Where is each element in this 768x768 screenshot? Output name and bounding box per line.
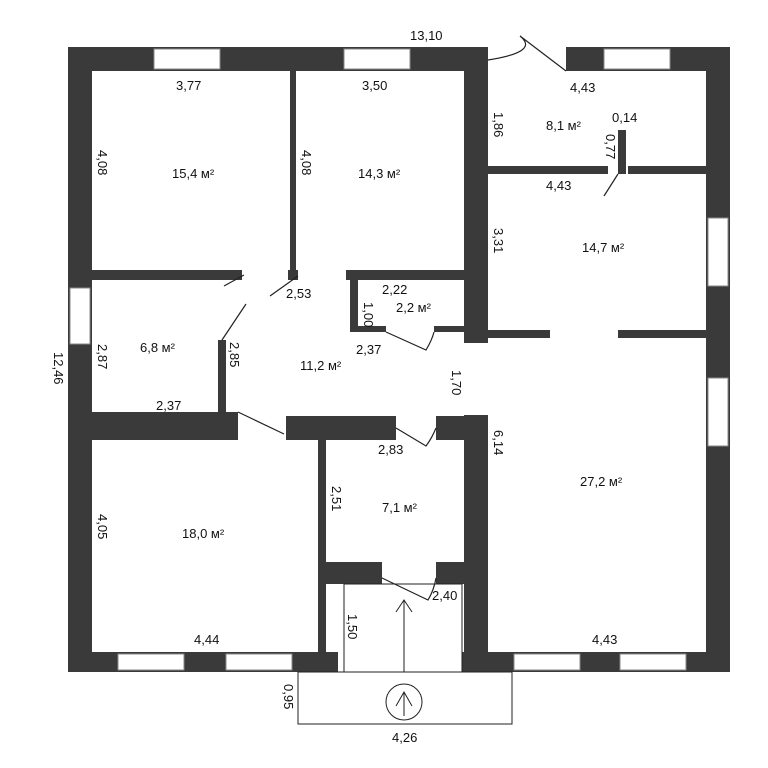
terrace-entry-mark — [385, 683, 423, 721]
entrance-gap — [488, 47, 566, 71]
area-bigleft: 18,0 м² — [182, 526, 225, 541]
window-bottom-3 — [513, 653, 581, 671]
wall-h-right-mid — [488, 330, 550, 338]
dim-bath-height: 2,51 — [329, 486, 344, 511]
wall-v-bath-left — [318, 440, 326, 660]
dim-porch-depth: 1,50 — [345, 614, 360, 639]
door-room3-swing — [603, 173, 619, 197]
dim-overall-height: 12,46 — [51, 352, 66, 385]
dim-room3-niche-h: 0,77 — [603, 134, 618, 159]
dim-room2-height: 4,08 — [299, 150, 314, 175]
wall-h-upper-mid — [346, 270, 464, 280]
wall-v-room1-room2 — [290, 71, 296, 279]
door-small-swing — [385, 331, 435, 351]
wall-h-small-bottom — [350, 326, 386, 332]
dim-corridor-gap: 1,70 — [449, 370, 464, 395]
dim-hall-top: 2,53 — [286, 286, 311, 301]
window-bottom-2 — [225, 653, 293, 671]
dim-leftmid-width: 2,37 — [156, 398, 181, 413]
window-top-3 — [603, 48, 671, 70]
wall-v-center-low — [464, 415, 488, 660]
window-bottom-1 — [117, 653, 185, 671]
dim-room1-width: 3,77 — [176, 78, 201, 93]
area-room1: 15,4 м² — [172, 166, 215, 181]
wall-h-small-bottom-b — [434, 326, 464, 332]
dim-leftmid-height: 2,87 — [95, 344, 110, 369]
dim-bigright-width: 4,43 — [592, 632, 617, 647]
dim-room3-height: 1,86 — [491, 112, 506, 137]
window-left-1 — [69, 287, 91, 345]
window-bottom-4 — [619, 653, 687, 671]
dim-room1-height: 4,08 — [95, 150, 110, 175]
door-hall-top-swing — [269, 275, 299, 297]
wall-v-leftmid — [218, 340, 226, 418]
dim-bigleft-width: 4,44 — [194, 632, 219, 647]
area-bath: 7,1 м² — [382, 500, 418, 515]
door-entrance-swing — [487, 35, 567, 72]
area-bigright: 27,2 м² — [580, 474, 623, 489]
window-top-2 — [343, 48, 411, 70]
wall-h-bath-bottom — [326, 562, 382, 584]
wall-v-center — [464, 71, 488, 343]
wall-h-bath-top-b — [436, 416, 464, 440]
window-right-1 — [707, 217, 729, 287]
dim-room3-niche-w: 0,14 — [612, 110, 637, 125]
dim-porch-door: 2,40 — [432, 588, 457, 603]
dim-room4-height: 3,31 — [491, 228, 506, 253]
area-room3: 8,1 м² — [546, 118, 582, 133]
door-bath-swing — [395, 427, 437, 447]
dim-small-width: 2,22 — [382, 282, 407, 297]
area-room2: 14,3 м² — [358, 166, 401, 181]
dim-room4-width: 4,43 — [546, 178, 571, 193]
area-room4: 14,7 м² — [582, 240, 625, 255]
door-porch-swing — [381, 577, 437, 601]
wall-h-room3-room4-b — [628, 166, 706, 174]
wall-v-niche — [618, 130, 626, 174]
window-top-1 — [153, 48, 221, 70]
area-small: 2,2 м² — [396, 300, 432, 315]
wall-h-room3-room4 — [488, 166, 608, 174]
door-bigleft-swing — [237, 411, 285, 435]
outer-wall-bottom-right — [462, 652, 730, 672]
wall-h-bath-top — [286, 416, 396, 440]
stair-arrow-head — [395, 599, 413, 613]
outer-wall-bottom-left — [68, 652, 338, 672]
dim-small-bottom: 2,37 — [356, 342, 381, 357]
dim-room2-width: 3,50 — [362, 78, 387, 93]
wall-h-upper-left — [92, 270, 242, 280]
wall-pillar — [288, 270, 298, 280]
wall-h-leftmid-bottom — [92, 412, 238, 440]
area-leftmid: 6,8 м² — [140, 340, 176, 355]
door-leftmid-swing — [221, 303, 247, 341]
outer-wall-right — [706, 47, 730, 672]
dim-overall-width: 13,10 — [410, 28, 443, 43]
wall-v-small-left — [350, 270, 358, 332]
dim-bigleft-height: 4,05 — [95, 514, 110, 539]
dim-small-height: 1,00 — [361, 302, 376, 327]
window-right-2 — [707, 377, 729, 447]
wall-h-right-mid-b — [618, 330, 706, 338]
dim-leftmid-height2: 2,85 — [227, 342, 242, 367]
dim-terrace-width: 4,26 — [392, 730, 417, 745]
dim-terrace-depth: 0,95 — [281, 684, 296, 709]
dim-room3-width: 4,43 — [570, 80, 595, 95]
dim-bath-width: 2,83 — [378, 442, 403, 457]
door-hall-left-swing — [223, 274, 245, 287]
terrace-outline — [297, 671, 513, 725]
area-hall: 11,2 м² — [300, 358, 342, 373]
wall-h-bath-bottom-b — [436, 562, 464, 584]
dim-bigright-height: 6,14 — [491, 430, 506, 455]
outer-wall-left — [68, 47, 92, 672]
